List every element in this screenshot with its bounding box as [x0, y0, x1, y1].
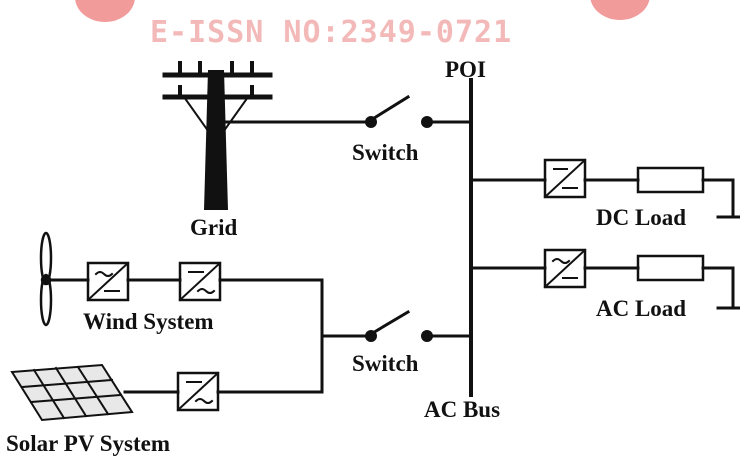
watermark-logo-right	[590, 0, 650, 20]
wind-converter-1-icon	[86, 261, 130, 302]
switch-bottom-icon	[365, 309, 433, 342]
switch-bottom-label: Switch	[352, 351, 419, 376]
ac-bus-label: AC Bus	[424, 397, 501, 422]
switch-top-icon	[365, 94, 433, 128]
ac-load-resistor-icon	[636, 254, 705, 282]
solar-converter-icon	[176, 371, 220, 412]
wind-system-label: Wind System	[83, 309, 214, 334]
switch-top-label: Switch	[352, 140, 419, 165]
dc-load-converter-icon	[543, 158, 587, 199]
poi-label: POI	[445, 57, 486, 82]
dc-load-label: DC Load	[596, 205, 687, 230]
solar-pv-system-label: Solar PV System	[6, 431, 170, 456]
grid-label: Grid	[190, 215, 238, 240]
watermark-issn: E-ISSN NO:2349-0721	[150, 15, 513, 50]
dc-load-resistor-icon	[636, 166, 705, 194]
ac-load-converter-icon	[543, 248, 587, 289]
watermark-logo-left	[75, 0, 135, 22]
solar-panel-icon	[10, 363, 180, 422]
wind-converter-2-icon	[178, 261, 222, 302]
wind-turbine-icon	[39, 231, 90, 327]
grid-pole-icon	[162, 61, 273, 210]
ac-load-label: AC Load	[596, 296, 687, 321]
